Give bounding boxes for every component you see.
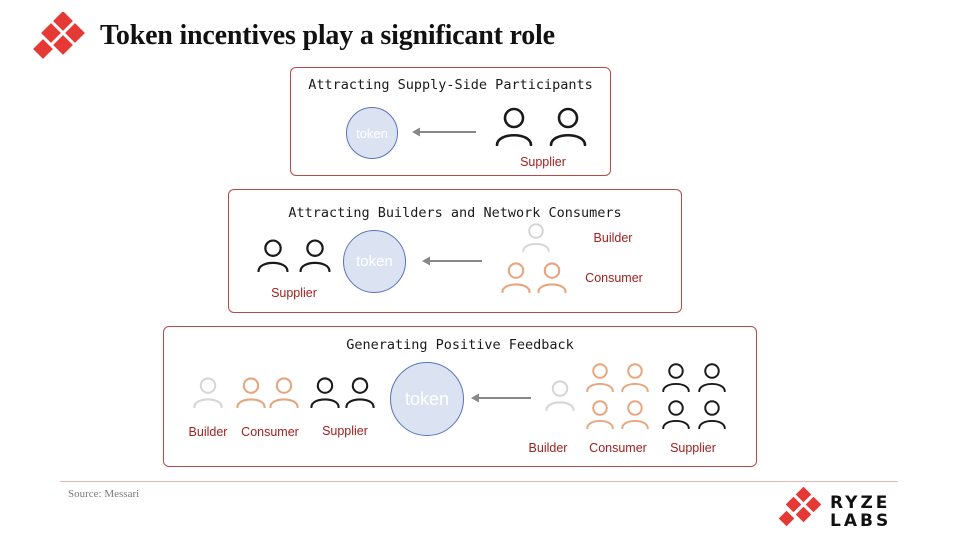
supplier-label: Supplier	[520, 155, 566, 169]
panel-title: Attracting Builders and Network Consumer…	[288, 205, 622, 221]
person-supplier-icon	[298, 238, 332, 272]
arrow-left-icon	[412, 127, 476, 137]
token-label: token	[404, 388, 450, 409]
builder-label: Builder	[188, 425, 228, 439]
person-consumer-icon	[620, 362, 650, 392]
person-supplier-icon	[309, 376, 341, 408]
person-consumer-icon	[585, 399, 615, 429]
person-consumer-icon	[268, 376, 300, 408]
person-supplier-icon	[661, 362, 691, 392]
person-consumer-icon	[585, 362, 615, 392]
panel-builders-consumers: Attracting Builders and Network Consumer…	[228, 189, 682, 313]
builder-label: Builder	[593, 231, 633, 245]
person-supplier-icon	[697, 399, 727, 429]
supplier-label: Supplier	[670, 441, 716, 455]
person-supplier-icon	[256, 238, 290, 272]
person-builder-icon	[192, 376, 224, 408]
person-supplier-icon	[494, 106, 534, 146]
supplier-label: Supplier	[271, 286, 317, 300]
panel-supply-side: Attracting Supply-Side Participants	[290, 67, 611, 176]
person-consumer-icon	[536, 261, 568, 293]
person-builder-icon	[521, 222, 551, 252]
consumer-label: Consumer	[241, 425, 299, 439]
person-supplier-icon	[548, 106, 588, 146]
person-supplier-icon	[661, 399, 691, 429]
ryze-logo-icon	[33, 12, 85, 59]
brand-wordmark: RYZE LABS	[830, 494, 891, 530]
brand-line-1: RYZE	[830, 493, 891, 513]
person-builder-icon	[544, 379, 576, 411]
person-supplier-icon	[697, 362, 727, 392]
token-circle: token	[343, 230, 406, 293]
source-note: Source: Messari	[68, 488, 140, 500]
consumer-label: Consumer	[589, 441, 647, 455]
person-supplier-icon	[344, 376, 376, 408]
consumer-label: Consumer	[585, 271, 643, 285]
person-consumer-icon	[500, 261, 532, 293]
supplier-label: Supplier	[322, 424, 368, 438]
builder-label: Builder	[528, 441, 568, 455]
arrow-left-icon	[422, 256, 482, 266]
ryze-labs-logo-icon	[778, 487, 822, 527]
person-consumer-icon	[235, 376, 267, 408]
token-circle: token	[346, 107, 398, 159]
token-label: token	[356, 125, 388, 141]
page-title: Token incentives play a significant role	[100, 20, 555, 51]
token-label: token	[356, 253, 393, 270]
panel-title: Generating Positive Feedback	[346, 337, 574, 353]
token-circle: token	[390, 362, 464, 436]
arrow-left-icon	[471, 393, 531, 403]
panel-title: Attracting Supply-Side Participants	[308, 77, 593, 93]
footer-divider	[60, 481, 898, 482]
brand-line-2: LABS	[830, 511, 892, 531]
person-consumer-icon	[620, 399, 650, 429]
